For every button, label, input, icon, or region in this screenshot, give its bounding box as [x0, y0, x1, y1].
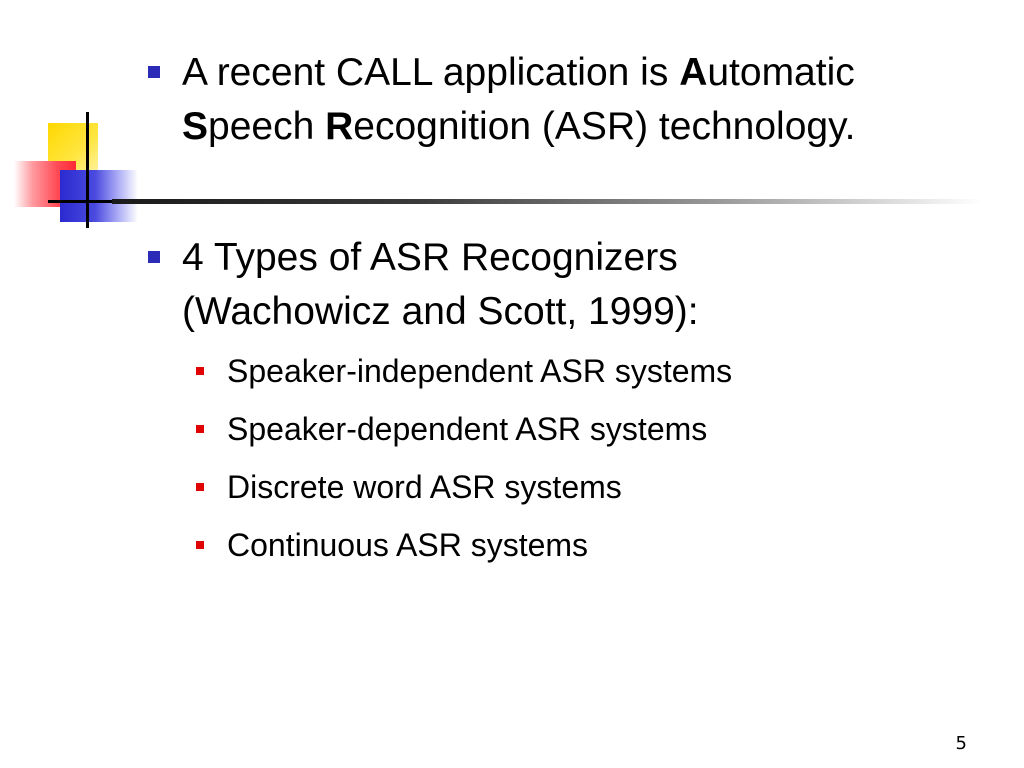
bullet-1-part-bold: A	[679, 51, 708, 94]
page-number: 5	[955, 733, 967, 754]
bullet-item-1: A recent CALL application is Automatic S…	[140, 46, 1000, 154]
bullet-1-part: A recent CALL application is	[182, 51, 680, 94]
square-bullet-icon	[196, 541, 204, 549]
bullet-item-2: 4 Types of ASR Recognizers (Wachowicz and…	[140, 231, 1000, 339]
bullet-1-part: utomatic	[707, 51, 855, 94]
bullet-1-part-bold: R	[325, 105, 354, 148]
sub-bullet-item: Speaker-independent ASR systems	[196, 352, 996, 390]
sub-bullet-item: Discrete word ASR systems	[196, 468, 996, 506]
sub-bullet-item: Continuous ASR systems	[196, 526, 996, 564]
bullet-1-part-bold: S	[182, 105, 209, 148]
sub-bullet-text: Speaker-dependent ASR systems	[227, 411, 708, 447]
square-bullet-icon	[196, 425, 204, 433]
square-bullet-icon	[196, 483, 204, 491]
slide-logo-graphic	[0, 0, 140, 240]
sub-bullet-text: Speaker-independent ASR systems	[227, 353, 733, 389]
bullet-1-part: ecognition (ASR) technology.	[353, 105, 856, 148]
bullet-2-line-1: 4 Types of ASR Recognizers	[182, 236, 678, 279]
logo-vertical-line	[86, 112, 89, 228]
sub-bullet-text: Continuous ASR systems	[227, 527, 589, 563]
square-bullet-icon	[148, 66, 160, 78]
bullet-1-text: A recent CALL application is Automatic S…	[182, 46, 856, 154]
square-bullet-icon	[148, 251, 160, 263]
bullet-1-part: peech	[208, 105, 326, 148]
bullet-2-text: 4 Types of ASR Recognizers (Wachowicz and…	[182, 231, 699, 339]
sub-bullet-item: Speaker-dependent ASR systems	[196, 410, 996, 448]
sub-bullet-text: Discrete word ASR systems	[227, 469, 622, 505]
logo-blue-square	[60, 170, 138, 222]
title-divider-line	[112, 199, 982, 204]
logo-horizontal-line	[48, 200, 138, 203]
bullet-2-line-2: (Wachowicz and Scott, 1999):	[182, 290, 699, 333]
square-bullet-icon	[196, 367, 204, 375]
